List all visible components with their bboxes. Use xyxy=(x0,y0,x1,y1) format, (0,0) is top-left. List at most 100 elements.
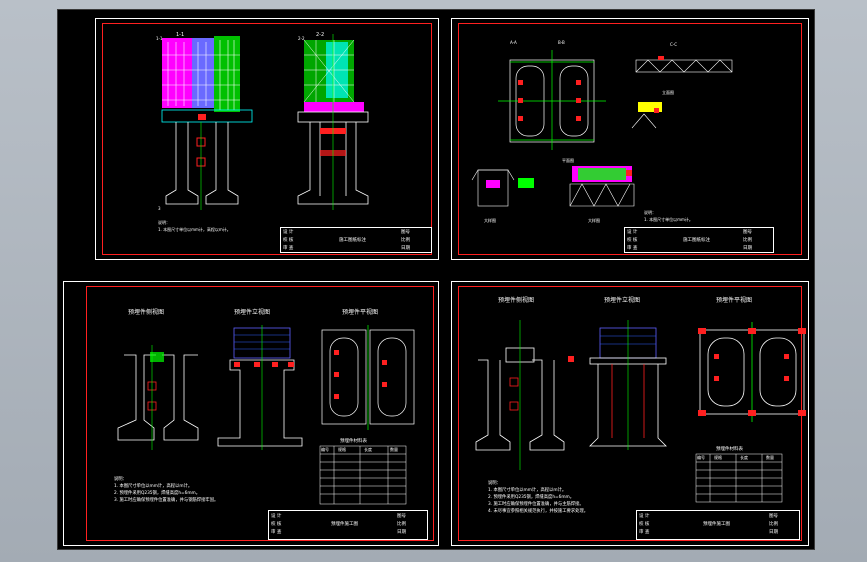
sheet4-view-title-side: 预埋件侧视图 xyxy=(498,297,535,304)
sheet4-titleblock[interactable]: 设 计 校 核 审 查 预埋件施工图 图号 比例 日期 xyxy=(636,510,800,540)
sheet1-notes: 说明： 1. 本图尺寸单位以mm计，高程以m计。 xyxy=(158,219,231,232)
sheet2-detail-small xyxy=(631,102,662,129)
tb-title: 预埋件施工图 xyxy=(331,522,358,527)
note-line: 2. 预埋件采用Q235钢，焊缝高度h=6mm。 xyxy=(114,491,201,496)
tb-date: 日期 xyxy=(743,246,752,251)
svg-text:1. 本图尺寸单位以mm计，高程以m计。: 1. 本图尺寸单位以mm计，高程以m计。 xyxy=(158,226,231,232)
cad-drawing-layer: 1-1 2-2 xyxy=(117,32,806,505)
sheet2-label-c: C-C xyxy=(670,42,678,47)
sheet1-titleblock[interactable]: 设 计 校 核 审 查 施工图纸标注 图号 比例 日期 xyxy=(280,227,432,253)
tb-scale: 比例 xyxy=(769,522,778,527)
note-line: 说明： xyxy=(114,477,127,482)
tb-row-design: 设 计 xyxy=(627,230,638,235)
sheet4-table-h2: 规格 xyxy=(714,455,722,460)
tb-date: 日期 xyxy=(397,530,406,535)
tb-drawing-no: 图号 xyxy=(743,230,752,235)
note-line: 1. 本图尺寸单位以mm计，高程以m计。 xyxy=(488,488,567,493)
note-line: 3. 施工时应确保预埋件位置准确，并与主筋焊接。 xyxy=(488,502,584,507)
sheet1-right-pier-elevation: 2-2 xyxy=(297,32,369,210)
svg-text:说明：: 说明： xyxy=(644,209,656,215)
sheet3-view-title-plan: 预埋件平视图 xyxy=(342,309,379,316)
tb-row-check: 校 核 xyxy=(639,522,650,527)
tb-date: 日期 xyxy=(401,246,410,251)
tb-row-review: 审 查 xyxy=(283,246,294,251)
svg-text:1. 本图尺寸单位以mm计。: 1. 本图尺寸单位以mm计。 xyxy=(644,216,693,222)
sheet2-label-detail2: 大样图 xyxy=(588,218,600,223)
tb-row-design: 设 计 xyxy=(271,514,282,519)
sheet2-label-elev: 立面图 xyxy=(662,90,674,95)
tb-row-check: 校 核 xyxy=(271,522,282,527)
pier-top-magenta xyxy=(162,38,192,108)
tb-row-review: 审 查 xyxy=(639,530,650,535)
sheet2-label-plan: 平面图 xyxy=(562,158,574,163)
sheet-top-left[interactable] xyxy=(95,18,439,260)
sheet3-table-h2: 规格 xyxy=(338,447,346,452)
sheet1-label-2: 2-2 xyxy=(298,36,305,41)
sheet3-view-title-front: 预埋件立视图 xyxy=(234,309,271,316)
sheet3-view-title-side: 预埋件侧视图 xyxy=(128,309,165,316)
pier-top-blue xyxy=(192,38,214,108)
sheet4-table-h3: 长度 xyxy=(740,455,748,460)
tb-drawing-no: 图号 xyxy=(769,514,778,519)
sheet3-titleblock[interactable]: 设 计 校 核 审 查 预埋件施工图 图号 比例 日期 xyxy=(268,510,428,540)
tb-drawing-no: 图号 xyxy=(401,230,410,235)
sheet-inner-border xyxy=(86,286,434,541)
note-line: 3. 施工时应确保预埋件位置准确，并与钢筋焊接牢固。 xyxy=(114,498,219,503)
sheet4-plan-view xyxy=(698,322,806,422)
sheet-top-right[interactable] xyxy=(451,18,809,260)
tb-title: 施工图纸标注 xyxy=(339,238,366,243)
sheet4-material-table xyxy=(695,453,783,503)
sheet4-side-view xyxy=(475,320,574,470)
sheet-inner-border xyxy=(102,23,432,255)
sheet3-table-h3: 长度 xyxy=(364,447,372,452)
sheet3-table-h1: 编号 xyxy=(321,447,329,452)
tb-row-check: 校 核 xyxy=(627,238,638,243)
sheet3-front-view xyxy=(217,325,303,450)
sheet2-deck-detail xyxy=(569,166,635,207)
tb-row-review: 审 查 xyxy=(271,530,282,535)
sheet1-label-3: 3 xyxy=(158,206,161,211)
tb-title: 施工图纸标注 xyxy=(683,238,710,243)
sheet3-table-h4: 数量 xyxy=(390,447,398,452)
sheet3-side-view xyxy=(117,345,199,450)
sheet3-table-title: 预埋件材料表 xyxy=(340,439,367,444)
sheet4-front-view xyxy=(589,320,667,450)
note-line: 2. 预埋件采用Q235钢，焊缝高度h=6mm。 xyxy=(488,495,575,500)
tb-row-review: 审 查 xyxy=(627,246,638,251)
sheet2-notes: 说明： 1. 本图尺寸单位以mm计。 xyxy=(644,209,693,222)
sheet2-plan-view xyxy=(498,50,606,150)
tb-row-design: 设 计 xyxy=(283,230,294,235)
sheet2-label-a: A-A xyxy=(510,40,517,45)
note-line: 说明： xyxy=(488,481,501,486)
sheet2-titleblock[interactable]: 设 计 校 核 审 查 施工图纸标注 图号 比例 日期 xyxy=(624,227,774,253)
sheet4-notes: 说明： 1. 本图尺寸单位以mm计，高程以m计。 2. 预埋件采用Q235钢，焊… xyxy=(488,480,678,515)
tb-scale: 比例 xyxy=(743,238,752,243)
sheet4-table-title: 预埋件材料表 xyxy=(716,447,743,452)
svg-text:2-2: 2-2 xyxy=(316,32,324,38)
svg-text:说明：: 说明： xyxy=(158,219,170,225)
sheet-bottom-left[interactable] xyxy=(63,281,439,546)
sheet4-table-h4: 数量 xyxy=(766,455,774,460)
sheet2-truss-elevation xyxy=(635,56,733,73)
sheet3-notes: 说明： 1. 本图尺寸单位以mm计，高程以m计。 2. 预埋件采用Q235钢，焊… xyxy=(114,476,304,504)
drawing-canvas[interactable]: 1-1 2-2 xyxy=(57,9,815,550)
tb-title: 预埋件施工图 xyxy=(703,522,730,527)
pier-top-green xyxy=(214,36,240,112)
sheet2-label-b: B-B xyxy=(558,40,565,45)
sheet4-view-title-plan: 预埋件平视图 xyxy=(716,297,753,304)
tb-scale: 比例 xyxy=(397,522,406,527)
sheet1-left-pier-elevation: 1-1 xyxy=(161,32,253,210)
tb-drawing-no: 图号 xyxy=(397,514,406,519)
note-line: 1. 本图尺寸单位以mm计，高程以m计。 xyxy=(114,484,193,489)
svg-text:1-1: 1-1 xyxy=(176,32,184,38)
sheet2-section-small xyxy=(471,169,534,207)
sheet2-label-detail1: 大样图 xyxy=(484,218,496,223)
sheet-inner-border xyxy=(458,23,802,255)
sheet3-material-table xyxy=(319,445,407,505)
tb-row-design: 设 计 xyxy=(639,514,650,519)
tb-date: 日期 xyxy=(769,530,778,535)
sheet1-label-1: 1-1 xyxy=(156,36,163,41)
note-line: 4. 未尽事宜参照相关规范执行，并按施工要求处理。 xyxy=(488,509,588,514)
sheet4-view-title-front: 预埋件立视图 xyxy=(604,297,641,304)
